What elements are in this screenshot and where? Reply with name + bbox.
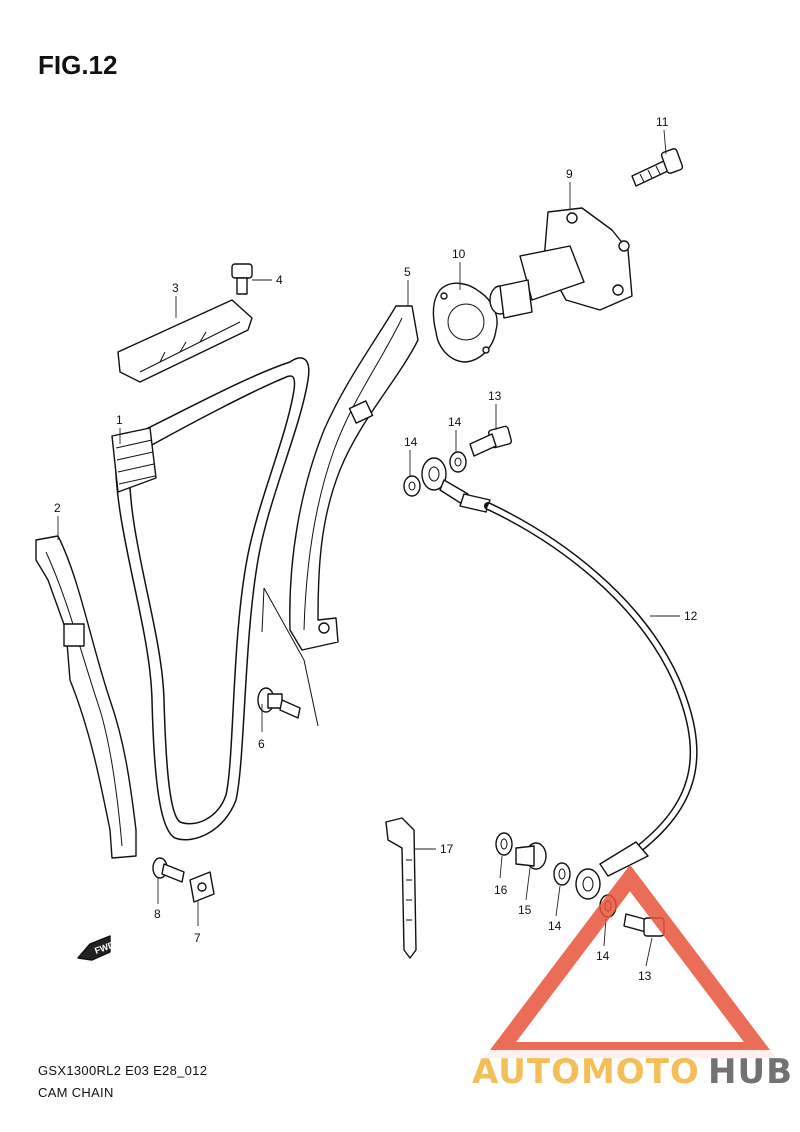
callout-10: 10 [452, 247, 466, 261]
leader-lines [57, 129, 680, 967]
watermark-triangle-icon [483, 864, 777, 1058]
part-union-bolt-upper [469, 425, 513, 457]
callout-17: 17 [440, 842, 454, 856]
part-washer-lower-a [553, 862, 571, 886]
callout-9: 9 [566, 167, 573, 181]
callout-7: 7 [194, 931, 201, 945]
callout-12: 12 [684, 609, 698, 623]
part-plate-washer [189, 871, 215, 903]
part-chain-guide-side [289, 305, 419, 651]
part-chain-guide-top [117, 299, 253, 383]
callout-2: 2 [54, 501, 61, 515]
part-oil-bolt [515, 842, 547, 870]
part-tensioner-bolt [631, 148, 684, 187]
model-code: GSX1300RL2 E03 E28_012 [38, 1063, 208, 1078]
callout-14-lower-b: 14 [596, 949, 610, 963]
callout-8: 8 [154, 907, 161, 921]
callout-13-lower: 13 [638, 969, 652, 983]
part-washer-upper-b [449, 451, 467, 473]
watermark-logo: AUTOMOTO HUB [470, 864, 796, 1092]
part-cam-chain [111, 357, 310, 841]
orientation-wedge [261, 587, 319, 727]
part-oil-hose [421, 457, 698, 900]
part-washer-upper-a [403, 475, 421, 497]
callout-14-upper-a: 14 [404, 435, 418, 449]
forward-direction-arrow: FWD [77, 935, 116, 961]
part-tensioner-guide [35, 535, 137, 859]
part-gasket [432, 282, 498, 363]
figure-title: FIG.12 [38, 50, 118, 80]
callout-11: 11 [656, 115, 669, 129]
callout-14-lower-a: 14 [548, 919, 562, 933]
callout-6: 6 [258, 737, 265, 751]
callout-4: 4 [276, 273, 283, 287]
part-washer-16 [495, 832, 513, 856]
watermark-text-automoto: AUTOMOTO [472, 1052, 700, 1092]
callout-15: 15 [518, 903, 532, 917]
part-clamp-tie [385, 817, 417, 959]
part-chain-tensioner [489, 207, 633, 319]
section-name: CAM CHAIN [38, 1085, 114, 1100]
callout-1: 1 [116, 413, 123, 427]
callout-16: 16 [494, 883, 508, 897]
callout-14-upper-b: 14 [448, 415, 462, 429]
callout-13-upper: 13 [488, 389, 502, 403]
watermark-text-hub: HUB [708, 1052, 793, 1092]
callout-numbers: 1 2 3 4 5 6 7 8 9 10 11 12 13 14 14 17 1… [54, 115, 698, 983]
part-guide-bolt [257, 687, 301, 719]
part-bolt-guide [231, 263, 253, 295]
callout-3: 3 [172, 281, 179, 295]
part-bolt-small [152, 857, 185, 883]
callout-5: 5 [404, 265, 411, 279]
